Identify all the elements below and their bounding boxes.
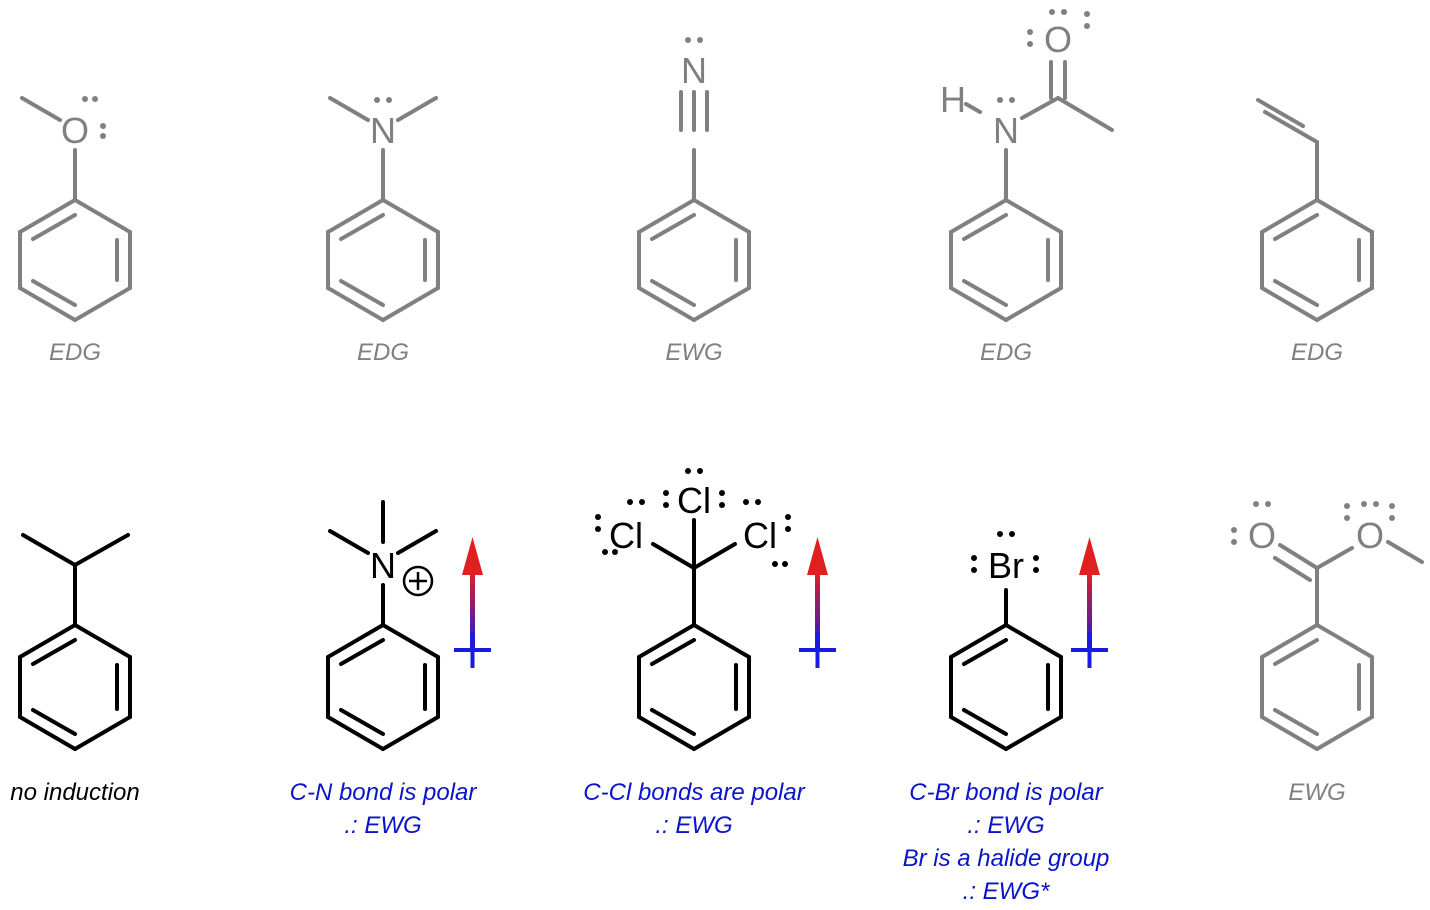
note-bromo-line-1: C-Br bond is polar [909,779,1103,806]
trimethylanilinium-structure: N [326,500,440,751]
label-acetanilide: EDG [980,339,1032,366]
atom-O: O [61,110,89,151]
note-trichloro-line-2: .: EWG [655,812,732,839]
trichloromethylbenzene-structure: Cl Cl Cl [595,468,791,751]
dipole-arrow-icon [799,537,836,668]
lone-pair-dots [971,531,1039,573]
note-ammonium-line-2: .: EWG [344,812,421,839]
label-styrene: EDG [1291,339,1343,366]
atom-O: O [1356,515,1384,556]
lone-pair-dots [374,97,392,103]
label-dimethylaniline: EDG [357,339,409,366]
atom-Cl: Cl [677,480,711,521]
dipole-arrow-icon [1071,537,1108,668]
lone-pair-dots [595,468,791,567]
atom-N: N [993,110,1019,151]
label-methyl-benzoate: EWG [1288,779,1345,806]
cumene-structure [18,533,132,751]
dimethylaniline-structure: N [326,96,440,322]
bromobenzene-structure: Br [949,531,1063,751]
acetanilide-structure: N H O [940,9,1114,322]
atom-N: N [370,545,396,586]
atom-N: N [370,110,396,151]
styrene-structure [1256,98,1374,322]
note-trichloro-line-1: C-Cl bonds are polar [583,779,805,806]
note-bromo-line-3: Br is a halide group [903,845,1110,872]
label-anisole: EDG [49,339,101,366]
atom-Cl: Cl [743,515,777,556]
atom-O: O [1248,515,1276,556]
note-cumene-line-1: no induction [10,779,139,806]
note-ammonium-line-1: C-N bond is polar [290,779,478,806]
lone-pair-dots [1231,501,1395,545]
atom-O: O [1044,19,1072,60]
lone-pair-dots [82,96,106,139]
note-bromo-line-2: .: EWG [967,812,1044,839]
note-bromo-line-4: .: EWG* [963,878,1050,905]
label-benzonitrile: EWG [665,339,722,366]
atom-Br: Br [988,545,1024,586]
lone-pair-dots [997,9,1090,103]
atom-H: H [940,79,966,120]
atom-N: N [681,50,707,91]
positive-charge-icon [402,565,434,597]
benzonitrile-structure: N [637,37,751,322]
lone-pair-dots [685,37,703,43]
anisole-structure: O [18,96,132,322]
methyl-benzoate-structure: O O [1231,501,1424,751]
dipole-arrow-icon [454,537,491,668]
